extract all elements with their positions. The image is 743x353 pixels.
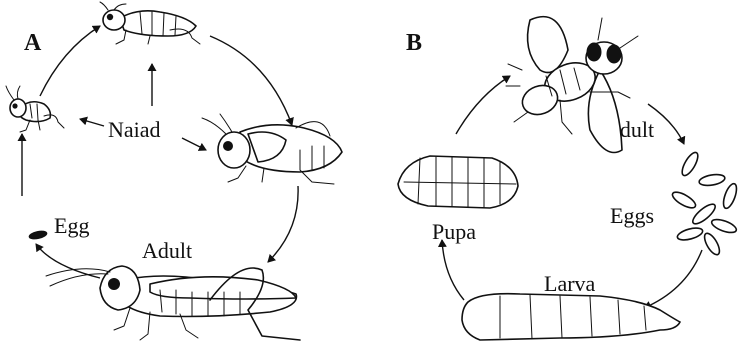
large-naiad-icon xyxy=(202,114,342,184)
panel-b: B Adult Eggs Larva Pupa xyxy=(398,17,739,340)
label-egg: Egg xyxy=(54,213,89,238)
adult-grasshopper-icon xyxy=(46,266,300,340)
arrow-larva-to-pupa xyxy=(442,240,464,300)
arrow-small-to-medium-naiad xyxy=(40,26,100,96)
fly-pupa-icon xyxy=(398,156,518,208)
fly-eggs-icon xyxy=(670,150,739,257)
naiad-pointer-left xyxy=(80,119,104,126)
arrow-medium-to-large-naiad xyxy=(210,36,292,125)
panel-a-letter: A xyxy=(24,30,42,56)
arrow-eggs-to-larva xyxy=(644,250,702,308)
panel-a: A Naiad Egg Adult xyxy=(6,2,342,340)
label-larva: Larva xyxy=(544,271,596,296)
arrow-pupa-to-adult xyxy=(456,76,510,134)
label-eggs: Eggs xyxy=(610,203,654,228)
naiad-pointer-right xyxy=(182,138,206,150)
grasshopper-egg-icon xyxy=(28,230,47,241)
label-pupa: Pupa xyxy=(432,219,476,244)
label-naiad: Naiad xyxy=(108,117,161,142)
arrow-large-naiad-to-adult xyxy=(268,186,298,262)
medium-naiad-icon xyxy=(100,2,200,44)
adult-fly-icon xyxy=(506,17,638,153)
fly-larva-icon xyxy=(462,294,680,340)
label-adult-grasshopper: Adult xyxy=(142,238,192,263)
arrow-adult-to-egg xyxy=(36,244,100,278)
panel-b-letter: B xyxy=(406,30,422,56)
small-naiad-icon xyxy=(6,86,64,132)
